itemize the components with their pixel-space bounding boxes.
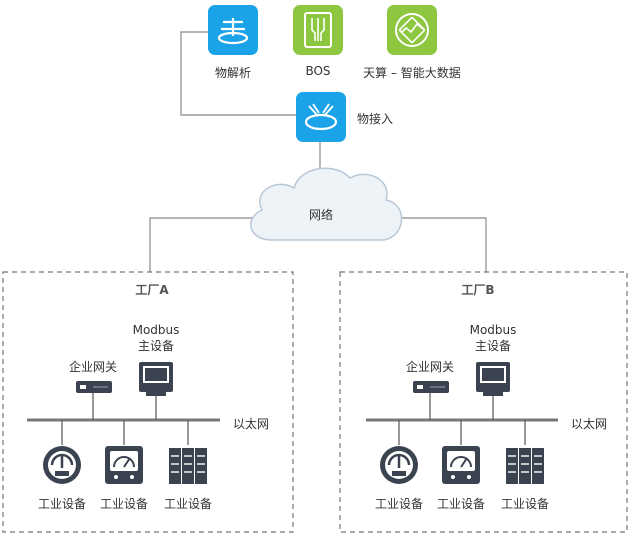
service-label-iot-parser: 物解析 — [214, 66, 252, 80]
ethernet-label: 以太网 — [233, 417, 270, 431]
service-label-iot-access: 物接入 — [357, 112, 394, 126]
modbus-master-icon[interactable] — [139, 362, 173, 396]
device-label: 工业设备 — [37, 497, 87, 511]
factory-b-box — [339, 271, 628, 533]
service-label-bos: BOS — [305, 64, 331, 78]
device-label: 工业设备 — [500, 497, 550, 511]
factory-a-box — [2, 271, 294, 533]
ethernet-label: 以太网 — [571, 417, 608, 431]
device-label: 工业设备 — [436, 497, 486, 511]
factory-a-title: 工厂A — [135, 283, 169, 297]
gauge-icon[interactable] — [380, 446, 418, 484]
meter-panel-icon[interactable] — [442, 446, 480, 484]
device-label: 工业设备 — [163, 497, 213, 511]
modbus-master-label: Modbus 主设备 — [132, 323, 180, 353]
cloud-connectors — [149, 31, 487, 272]
factory-b-contents — [366, 362, 558, 484]
iot-access-icon[interactable] — [296, 92, 346, 142]
modbus-master-label: Modbus 主设备 — [469, 323, 517, 353]
bos-storage-icon[interactable] — [293, 5, 343, 55]
network-label: 网络 — [308, 208, 334, 222]
cloud-icon — [250, 167, 403, 241]
meter-panel-icon[interactable] — [105, 446, 143, 484]
iot-parser-icon[interactable] — [208, 5, 258, 55]
server-rack-icon[interactable] — [169, 448, 207, 484]
gateway-label: 企业网关 — [68, 360, 118, 374]
server-rack-icon[interactable] — [506, 448, 544, 484]
factory-b-title: 工厂B — [461, 283, 495, 297]
enterprise-gateway-icon[interactable] — [76, 381, 112, 393]
service-label-big-data: 天算 – 智能大数据 — [363, 66, 461, 80]
gauge-icon[interactable] — [43, 446, 81, 484]
big-data-analytics-icon[interactable] — [387, 5, 437, 55]
modbus-master-icon[interactable] — [476, 362, 510, 396]
gateway-label: 企业网关 — [405, 360, 455, 374]
enterprise-gateway-icon[interactable] — [413, 381, 449, 393]
factory-a-contents — [27, 362, 220, 484]
device-label: 工业设备 — [374, 497, 424, 511]
device-label: 工业设备 — [99, 497, 149, 511]
